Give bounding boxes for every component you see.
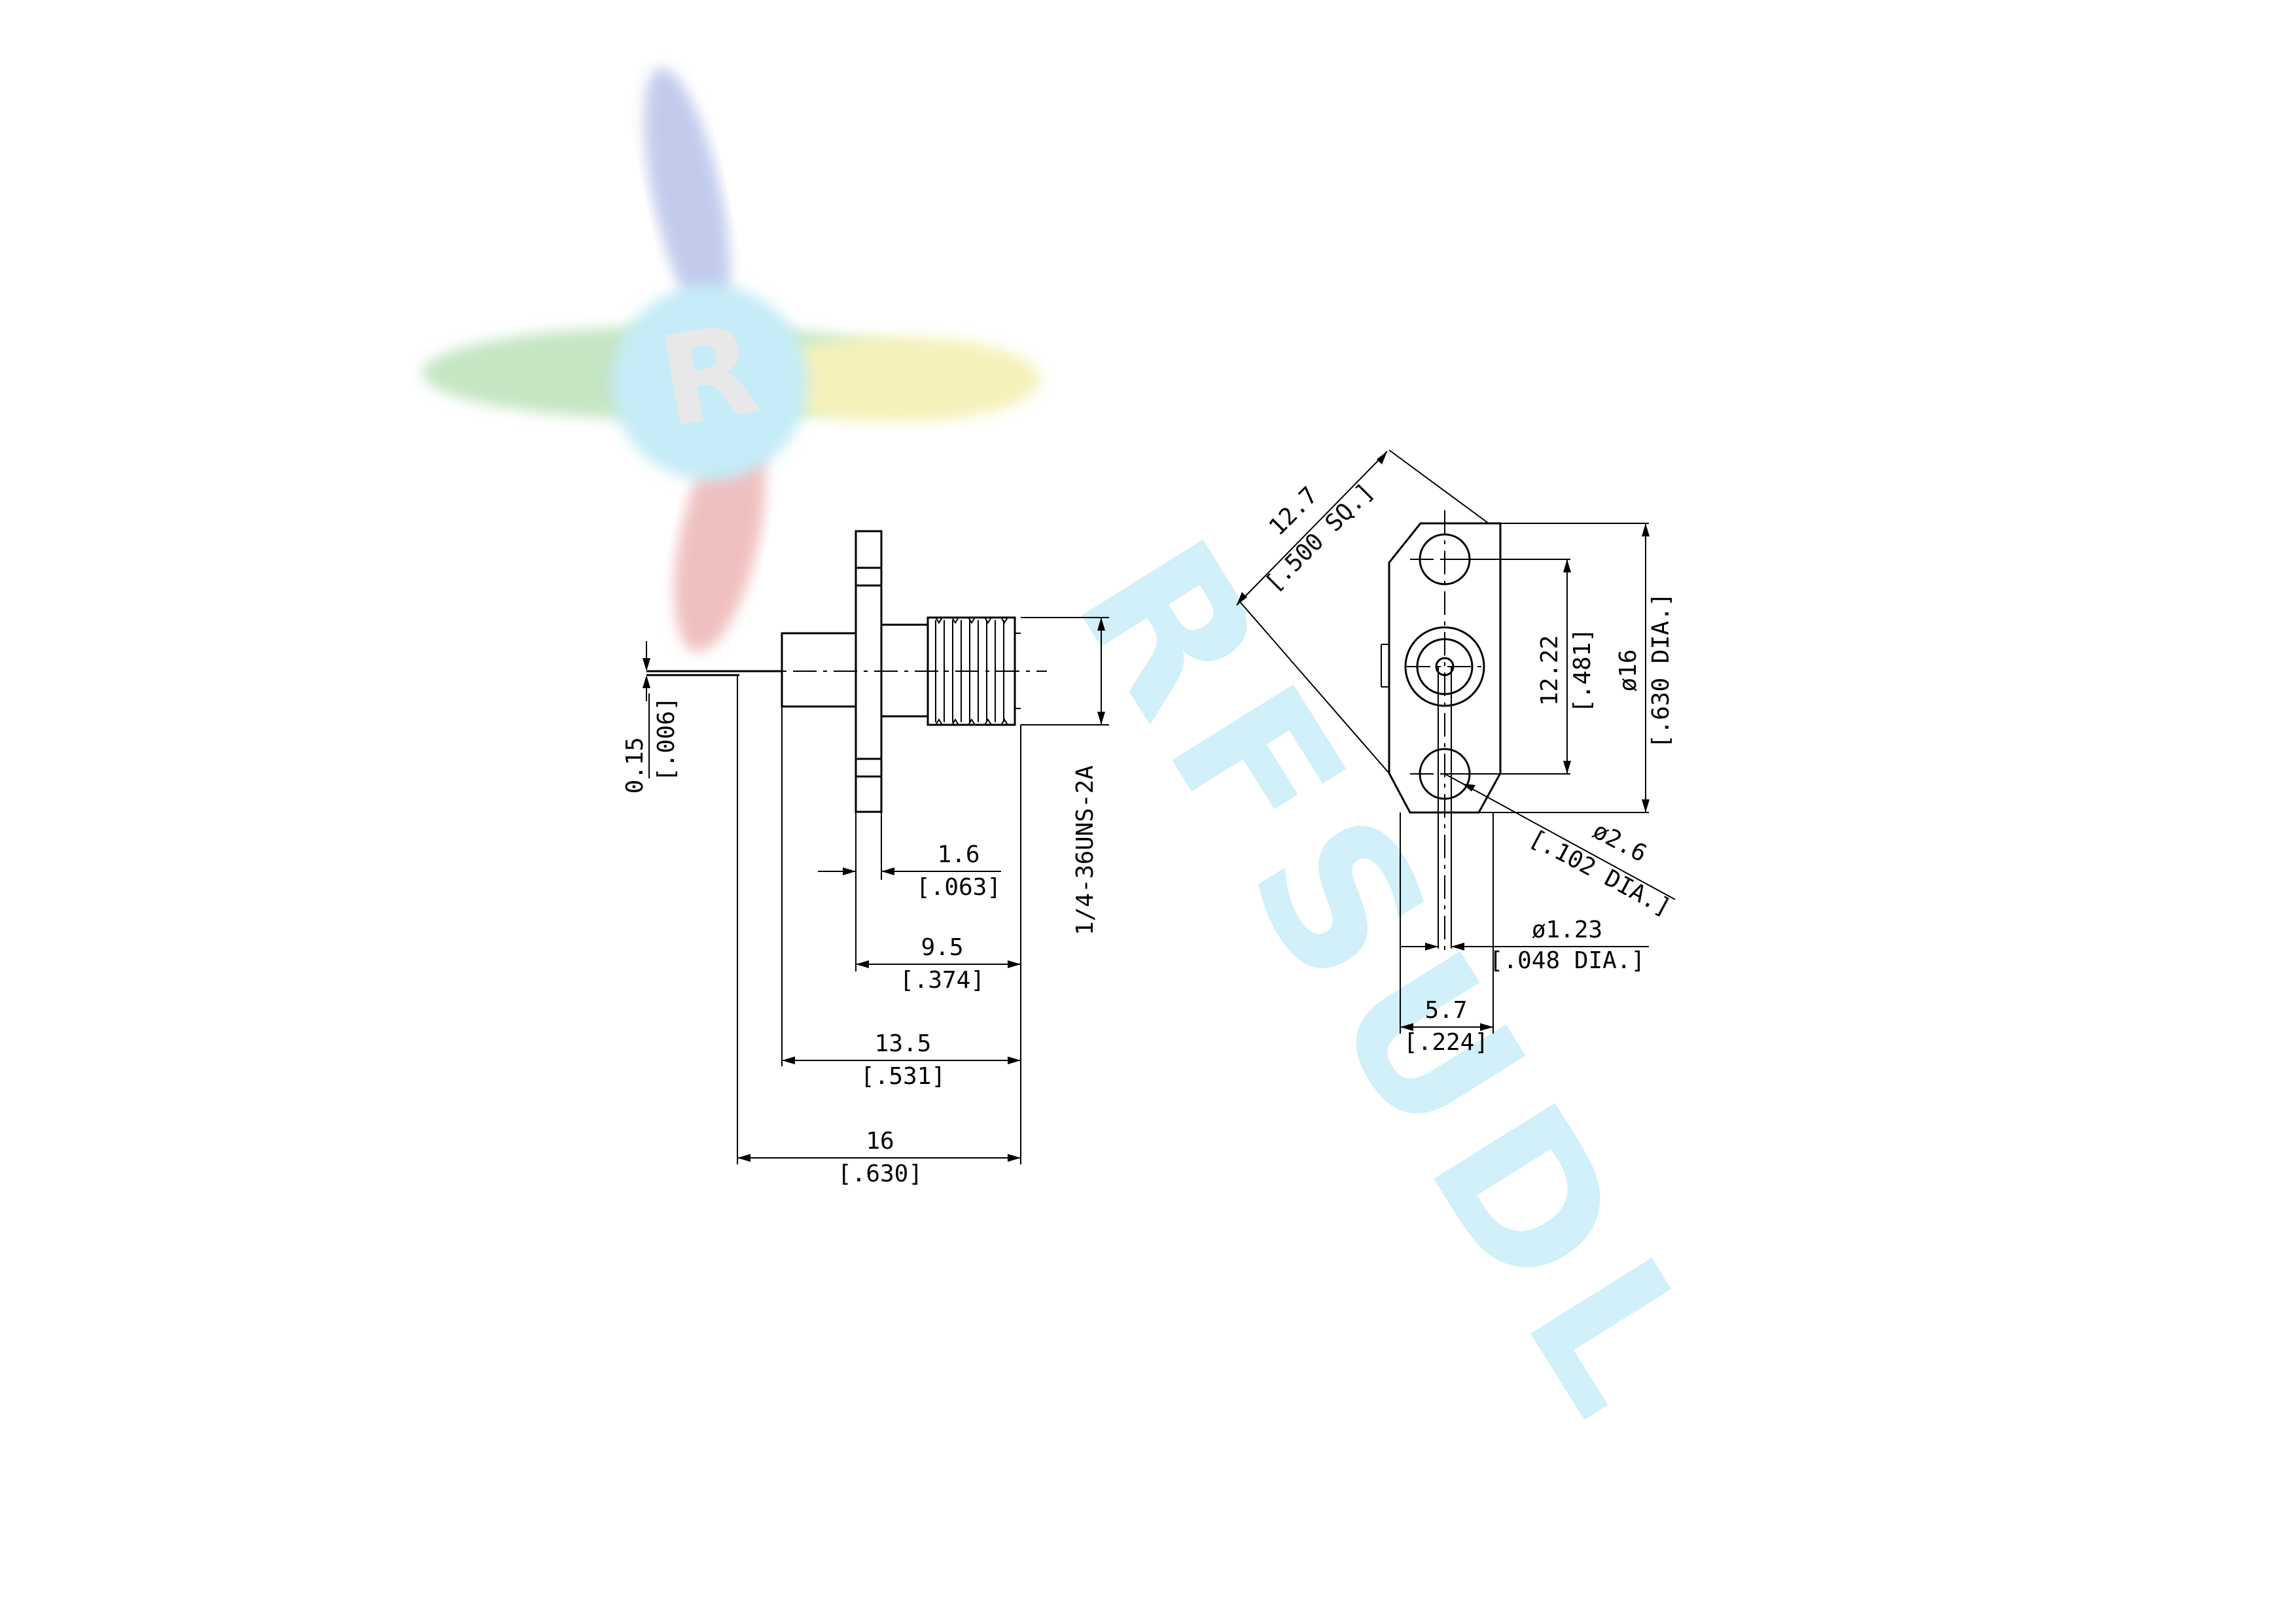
front-view: 12.7 [.500 SQ.] 12.22 [.481] ø16 [.630 D… bbox=[1236, 449, 1676, 1056]
dim-9-5-inch: [.374] bbox=[900, 967, 985, 994]
dim-9-5: 9.5 bbox=[921, 934, 963, 961]
dim-dia-1-23: ø1.23 bbox=[1532, 916, 1602, 943]
dim-0-15-inch: [.006] bbox=[653, 697, 680, 782]
dim-13-5: 13.5 bbox=[875, 1030, 932, 1057]
dim-16-inch: [.630] bbox=[838, 1161, 923, 1187]
watermark-logo: R bbox=[422, 68, 1040, 652]
dim-12-22-inch: [.481] bbox=[1569, 628, 1596, 713]
watermark-wordmark: RFSUDL bbox=[1033, 504, 1752, 1465]
dim-12-22: 12.22 bbox=[1536, 635, 1563, 706]
dim-dia-16-inch: [.630 DIA.] bbox=[1648, 593, 1674, 748]
dim-dia-1-23-inch: [.048 DIA.] bbox=[1489, 947, 1645, 974]
dim-12-7-inch: [.500 SQ.] bbox=[1260, 478, 1379, 597]
thread-spec: 1/4-36UNS-2A bbox=[1072, 765, 1099, 935]
dim-dia-16: ø16 bbox=[1615, 649, 1642, 691]
dim-5-7-inch: [.224] bbox=[1404, 1029, 1489, 1056]
dim-13-5-inch: [.531] bbox=[860, 1063, 945, 1090]
side-view: 0.15 [.006] 1/4-36UNS-2A 1.6 [.063] 9.5 … bbox=[622, 530, 1109, 1187]
dim-1-6: 1.6 bbox=[937, 841, 980, 868]
dim-5-7: 5.7 bbox=[1424, 997, 1467, 1024]
dim-1-6-inch: [.063] bbox=[916, 874, 1001, 901]
watermark-text: RFSUDL bbox=[1033, 504, 1752, 1465]
rear-body bbox=[781, 632, 857, 708]
dim-0-15: 0.15 bbox=[622, 737, 648, 794]
dim-16: 16 bbox=[866, 1128, 894, 1155]
